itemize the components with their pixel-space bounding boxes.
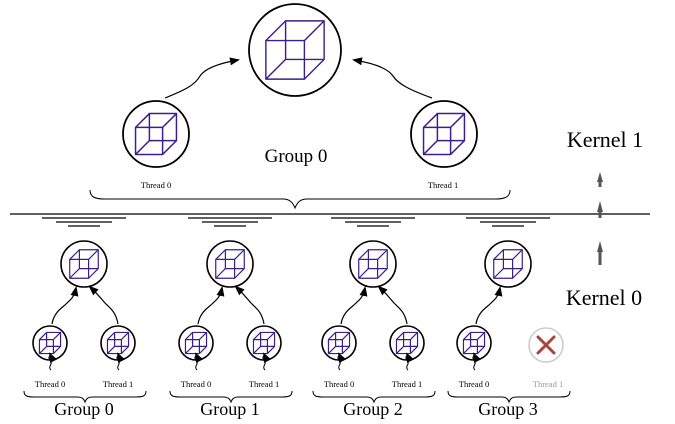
thread-label: Thread 0	[141, 180, 171, 190]
kernel-1-section: Group 0 Thread 0 Thread 1 Kernel 1	[89, 4, 643, 210]
input-arrow	[48, 352, 58, 371]
thread-label: Thread 0	[35, 379, 65, 389]
up-arrow-icon	[597, 172, 603, 187]
node-circle	[410, 100, 478, 168]
thread-label: Thread 1	[392, 379, 422, 389]
up-arrow-icon	[597, 241, 603, 265]
node-circle	[60, 240, 108, 288]
group-result-node	[61, 241, 107, 287]
thread-label: Thread 0	[324, 379, 354, 389]
barrier-icon	[42, 217, 126, 227]
input-arrow	[116, 352, 126, 371]
barrier-icon	[331, 217, 415, 227]
reduce-arrow	[234, 285, 265, 325]
reduce-arrow	[164, 57, 240, 99]
group-brace	[447, 390, 571, 404]
thread-label: Thread 1	[428, 180, 458, 190]
up-arrow-icon	[597, 201, 603, 218]
node-circle	[122, 100, 190, 168]
thread-label: Thread 1	[103, 379, 133, 389]
input-arrow	[262, 352, 272, 371]
thread-label: Thread 1	[249, 379, 279, 389]
reduce-arrow	[88, 285, 119, 325]
group-label: Group 0	[265, 146, 328, 167]
input-arrow	[194, 352, 204, 371]
group-1: Thread 0 Thread 1 Group 1	[169, 217, 293, 419]
input-arrow	[405, 352, 415, 371]
node-circle	[206, 240, 254, 288]
kernel-0-groups: Thread 0 Thread 1 Group 0 Thread 0 Thread 1 G…	[23, 217, 571, 419]
reduce-arrow	[340, 286, 368, 325]
reduce-arrow	[197, 286, 225, 325]
input-arrow	[337, 352, 347, 371]
reduce-arrow	[352, 57, 433, 99]
kernel-label: Kernel 0	[566, 285, 642, 310]
group-3: Thread 0 Thread 1 Group 3	[447, 217, 571, 419]
group-brace	[89, 189, 511, 210]
reduce-arrow	[475, 286, 503, 325]
input-arrow	[472, 352, 482, 371]
kernel-label: Kernel 1	[567, 127, 643, 152]
reduce-arrow	[51, 286, 79, 325]
kernel-1-thread-1-node	[411, 101, 477, 167]
x-mark-icon	[528, 327, 564, 363]
thread-label: Thread 1	[533, 379, 563, 389]
group-label: Group 1	[200, 399, 260, 419]
group-label: Group 3	[478, 399, 538, 419]
kernel-1-result-node	[249, 4, 341, 96]
thread-label: Thread 0	[459, 379, 489, 389]
group-0: Thread 0 Thread 1 Group 0	[23, 217, 147, 419]
kernel-1-thread-0-node	[123, 101, 189, 167]
group-label: Group 2	[343, 399, 403, 419]
group-2: Thread 0 Thread 1 Group 2	[312, 217, 436, 419]
node-circle	[484, 240, 532, 288]
reduce-arrow	[377, 285, 408, 325]
node-circle	[248, 3, 342, 97]
group-result-node	[485, 241, 531, 287]
group-result-node	[207, 241, 253, 287]
thread-label: Thread 0	[181, 379, 211, 389]
group-result-node	[350, 241, 396, 287]
node-circle	[349, 240, 397, 288]
group-brace	[169, 390, 293, 404]
barrier-icon	[188, 217, 272, 227]
group-label: Group 0	[54, 399, 114, 419]
group-brace	[23, 390, 147, 404]
group-brace	[312, 390, 436, 404]
barrier-icon	[466, 217, 550, 227]
